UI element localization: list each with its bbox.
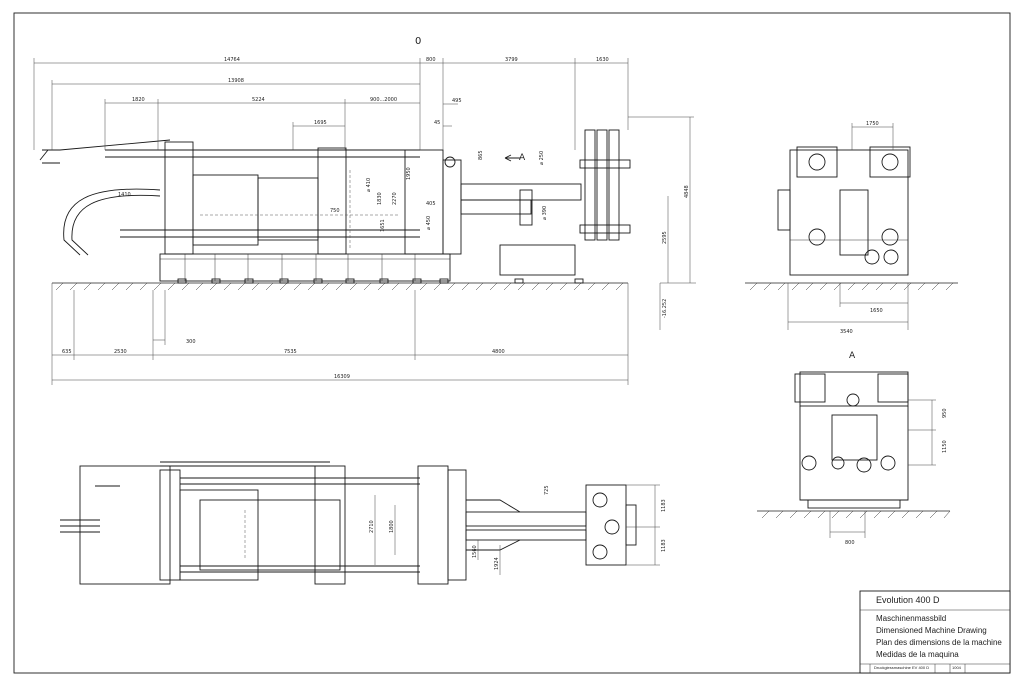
title-block — [859, 590, 1011, 674]
view-marker-a-section: A — [849, 351, 856, 361]
dim-1630: 1630 — [596, 57, 609, 63]
dim-1950: 1950 — [406, 167, 412, 180]
dim-635: 635 — [62, 349, 72, 355]
dim-14764: 14764 — [224, 57, 240, 63]
dim-865: 865 — [478, 150, 484, 160]
footer-right: 1004 — [952, 665, 961, 670]
dim-13908: 13908 — [228, 78, 244, 84]
title-de: Maschinenmassbild — [876, 614, 947, 623]
dim-1830: 1830 — [377, 192, 383, 205]
dim-16309: 16309 — [334, 374, 350, 380]
title-fr: Plan des dimensions de la machine — [876, 638, 1002, 647]
dim-16252: -16.252 — [662, 299, 668, 318]
dim-300: 300 — [186, 339, 196, 345]
footer-left: Druckgiessmaschine EV 400 D — [874, 665, 930, 670]
side-dimension-labels: 0 14764 800 3799 1630 13908 1820 5224 90… — [62, 36, 690, 380]
plan-view — [60, 461, 660, 585]
dim-950: 950 — [942, 408, 948, 418]
dim-1695: 1695 — [314, 120, 327, 126]
dim-800-section: 800 — [845, 540, 855, 546]
dim-4800: 4800 — [492, 349, 505, 355]
title-model: Evolution 400 D — [876, 595, 940, 605]
dim-3540: 3540 — [840, 329, 853, 335]
dim-250: ⌀ 250 — [539, 151, 545, 165]
dim-1150: 1150 — [942, 440, 948, 453]
dim-4848: 4848 — [684, 185, 690, 198]
dim-1183-upper: 1183 — [661, 499, 667, 512]
dim-1183-lower: 1183 — [661, 539, 667, 552]
view-marker-0: 0 — [415, 36, 421, 47]
sheet-border — [13, 12, 1011, 674]
dim-2530: 2530 — [114, 349, 127, 355]
dim-1650: 1650 — [870, 308, 883, 314]
dim-2710: 2710 — [369, 520, 375, 533]
dim-750: 750 — [330, 208, 340, 214]
dim-1560: 1560 — [472, 545, 478, 558]
dim-405: 405 — [426, 201, 436, 207]
dim-45: 45 — [434, 120, 440, 126]
dim-800: 800 — [426, 57, 436, 63]
dim-495: 495 — [452, 98, 462, 104]
dim-7535: 7535 — [284, 349, 297, 355]
dim-410: ⌀ 410 — [366, 178, 372, 192]
dim-2270: 2270 — [392, 192, 398, 205]
end-view — [745, 123, 958, 330]
section-a-view — [757, 371, 951, 538]
dim-3799: 3799 — [505, 57, 518, 63]
view-marker-a-arrow: A — [519, 153, 526, 163]
dim-900-2000: 900...2000 — [370, 97, 397, 103]
title-en: Dimensioned Machine Drawing — [876, 626, 987, 635]
dim-1410: 1410 — [118, 192, 131, 198]
title-es: Medidas de la maquina — [876, 650, 959, 659]
dim-1820: 1820 — [132, 97, 145, 103]
side-elevation-view — [33, 58, 696, 385]
dim-1651: 1651 — [380, 219, 386, 232]
dim-1750: 1750 — [866, 121, 879, 127]
dim-450: ⌀ 450 — [426, 216, 432, 230]
dim-2595: 2595 — [662, 231, 668, 244]
dim-1800: 1800 — [389, 520, 395, 533]
dim-390: ⌀ 390 — [542, 206, 548, 220]
dim-725: 725 — [544, 485, 550, 495]
dim-1924: 1924 — [494, 557, 500, 570]
dim-5224: 5224 — [252, 97, 265, 103]
